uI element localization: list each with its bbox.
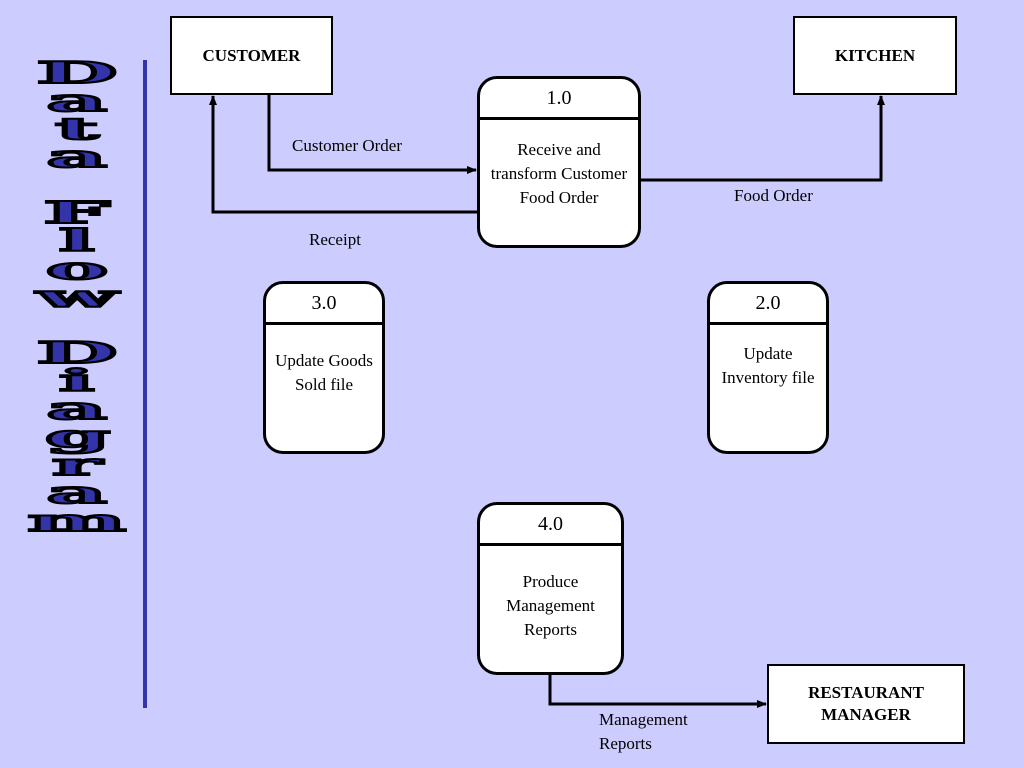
process-2-id: 2.0 — [710, 284, 826, 325]
label-management-reports: Management Reports — [599, 710, 688, 753]
arrow-food-order — [640, 95, 885, 182]
process-2-label: Update Inventory file — [721, 344, 815, 387]
entity-customer: CUSTOMER — [170, 16, 333, 95]
side-title-letter: l — [56, 224, 98, 259]
side-title-letter: a — [44, 392, 111, 427]
process-4-label: Produce Management Reports — [506, 572, 595, 639]
process-2: 2.0 Update Inventory file — [707, 281, 829, 454]
label-customer-order: Customer Order — [292, 136, 403, 155]
side-title-letter: w — [34, 280, 120, 315]
side-title-letter: a — [44, 84, 111, 119]
process-4: 4.0 Produce Management Reports — [477, 502, 624, 675]
process-4-id: 4.0 — [480, 505, 621, 546]
arrow-receipt — [209, 95, 478, 214]
side-title-letter: o — [43, 252, 111, 287]
side-title-letter: i — [56, 364, 98, 399]
process-3-label: Update Goods Sold file — [275, 351, 373, 394]
side-title-letter: g — [41, 420, 112, 455]
process-3: 3.0 Update Goods Sold file — [263, 281, 385, 454]
process-3-id: 3.0 — [266, 284, 382, 325]
entity-restaurant-manager: RESTAURANT MANAGER — [767, 664, 965, 744]
arrow-management-reports — [548, 673, 767, 708]
arrow-customer-order — [267, 95, 477, 174]
side-title-letter: D — [34, 336, 121, 371]
label-receipt: Receipt — [309, 230, 361, 249]
side-title-letter: r — [49, 448, 104, 483]
side-title-letter: m — [25, 504, 130, 539]
side-title-letter: a — [44, 476, 111, 511]
side-title-letter: F — [41, 196, 113, 231]
entity-kitchen: KITCHEN — [793, 16, 957, 95]
label-food-order: Food Order — [734, 186, 813, 205]
process-1-id: 1.0 — [480, 79, 638, 120]
process-1-label: Receive and transform Customer Food Orde… — [490, 140, 628, 207]
side-title-letter: D — [34, 56, 121, 91]
title-divider — [143, 60, 147, 708]
side-title-letter: a — [44, 140, 111, 175]
side-title-letter: t — [52, 112, 101, 147]
process-1: 1.0 Receive and transform Customer Food … — [477, 76, 641, 248]
